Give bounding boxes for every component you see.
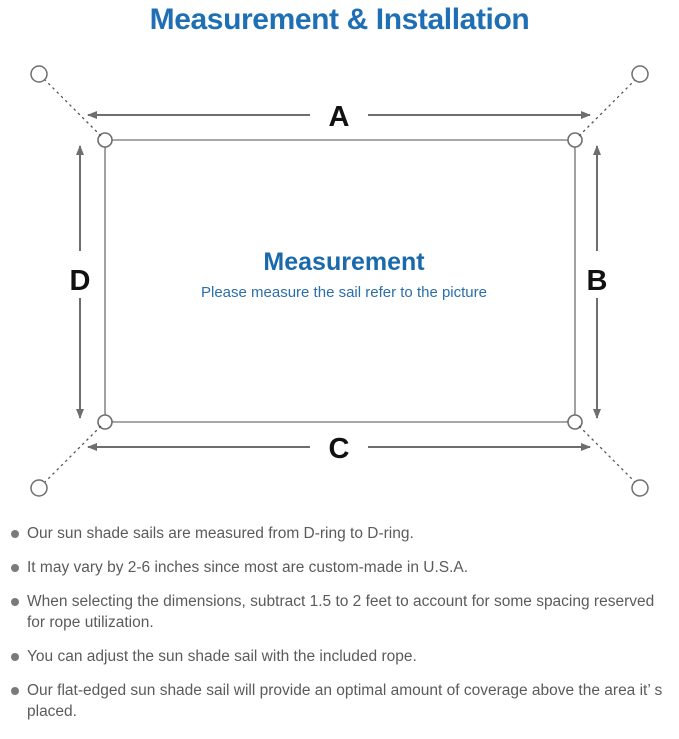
dring-bottom-right-icon [567,414,583,430]
dimension-label-b: B [587,265,608,297]
list-item: It may vary by 2-6 inches since most are… [0,557,679,578]
list-item: Our flat-edged sun shade sail will provi… [0,680,679,722]
list-item-text: It may vary by 2-6 inches since most are… [27,559,469,576]
diagram-center-subheading: Please measure the sail refer to the pic… [201,284,487,301]
dimension-label-c: C [329,433,350,465]
rope-top-left [43,78,102,137]
bullet-icon [11,653,19,661]
list-item: You can adjust the sun shade sail with t… [0,646,679,667]
bullet-icon [11,687,19,695]
list-item-text: You can adjust the sun shade sail with t… [27,648,417,665]
dimension-label-d: D [70,265,91,297]
bullet-icon [11,598,19,606]
dring-top-left-icon [97,132,113,148]
anchor-point-bottom-right-icon [631,479,649,497]
list-item-text: When selecting the dimensions, subtract … [27,593,655,631]
notes-list: Our sun shade sails are measured from D-… [0,523,679,735]
sail-measurement-diagram: A C D B Measurement Please measure the s… [0,46,679,516]
dring-bottom-left-icon [97,414,113,430]
list-item-text: Our sun shade sails are measured from D-… [27,525,414,542]
diagram-center-heading: Measurement [263,248,425,276]
page-title: Measurement & Installation [149,3,530,36]
rope-bottom-right [578,425,637,484]
rope-bottom-left [43,425,102,484]
sail-body [104,139,576,423]
list-item-text: Our flat-edged sun shade sail will provi… [27,682,663,720]
bullet-icon [11,530,19,538]
anchor-point-top-left-icon [30,65,48,83]
list-item: When selecting the dimensions, subtract … [0,591,679,633]
dring-top-right-icon [567,132,583,148]
list-item: Our sun shade sails are measured from D-… [0,523,679,544]
diagram-canvas: A C D B Measurement Please measure the s… [30,65,649,497]
bullet-icon [11,564,19,572]
dimension-label-a: A [329,101,350,133]
rope-top-right [578,78,637,137]
anchor-point-top-right-icon [631,65,649,83]
anchor-point-bottom-left-icon [30,479,48,497]
